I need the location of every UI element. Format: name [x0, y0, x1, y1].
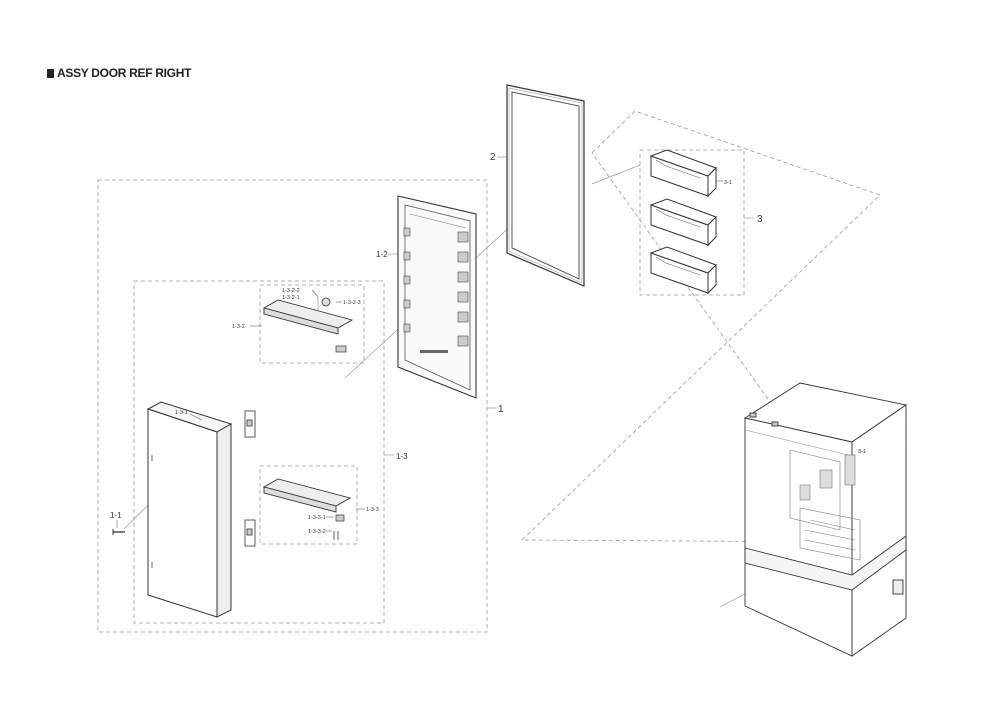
label-1-3-3-2: 1-3-3-2 — [308, 529, 326, 535]
label-3-1-fridge: 3-1 — [858, 449, 866, 455]
title-square-icon — [47, 68, 54, 78]
label-1: 1 — [498, 404, 504, 415]
label-1-3-3-1: 1-3-3-1 — [308, 515, 326, 521]
door-bin — [649, 198, 717, 247]
door-liner-part-1-2 — [397, 195, 477, 399]
label-2: 2 — [490, 152, 496, 163]
label-3-1: 3-1 — [724, 180, 732, 186]
bottom-cap-part-1-3-3 — [262, 478, 352, 540]
door-panel-part-1-3-1 — [146, 401, 233, 618]
top-cap-part-1-3-2 — [262, 297, 354, 353]
diagram-title-text: ASSY DOOR REF RIGHT — [57, 66, 192, 80]
screw-part-1-1 — [112, 529, 125, 535]
door-bins-part-3 — [649, 149, 717, 295]
group-1-3-box — [133, 280, 385, 624]
label-1-3-3: 1-3-3 — [366, 507, 379, 513]
group-3-box — [639, 149, 745, 296]
label-1-3-2: 1-3-2 — [232, 324, 245, 330]
gasket-part-2 — [506, 84, 585, 287]
group-1-3-2-box — [259, 284, 365, 364]
label-1-1: 1-1 — [110, 511, 122, 520]
hinge-brackets — [244, 410, 256, 547]
group-1-3-3-box — [259, 465, 358, 545]
group-1-box — [97, 179, 488, 633]
label-1-3-1: 1-3-1 — [175, 410, 188, 416]
refrigerator-cabinet — [743, 382, 908, 657]
door-bin — [649, 149, 717, 198]
label-1-3-2-3: 1-3-2-3 — [343, 300, 361, 306]
label-1-3-2-1: 1-3-2-1 — [282, 295, 300, 301]
label-3: 3 — [757, 214, 763, 225]
diagram-title: ASSY DOOR REF RIGHT — [47, 66, 191, 80]
label-1-3-2-2: 1-3-2-2 — [282, 288, 300, 294]
label-1-3: 1-3 — [396, 452, 408, 461]
label-1-2: 1-2 — [376, 250, 388, 259]
door-bin — [649, 246, 717, 295]
